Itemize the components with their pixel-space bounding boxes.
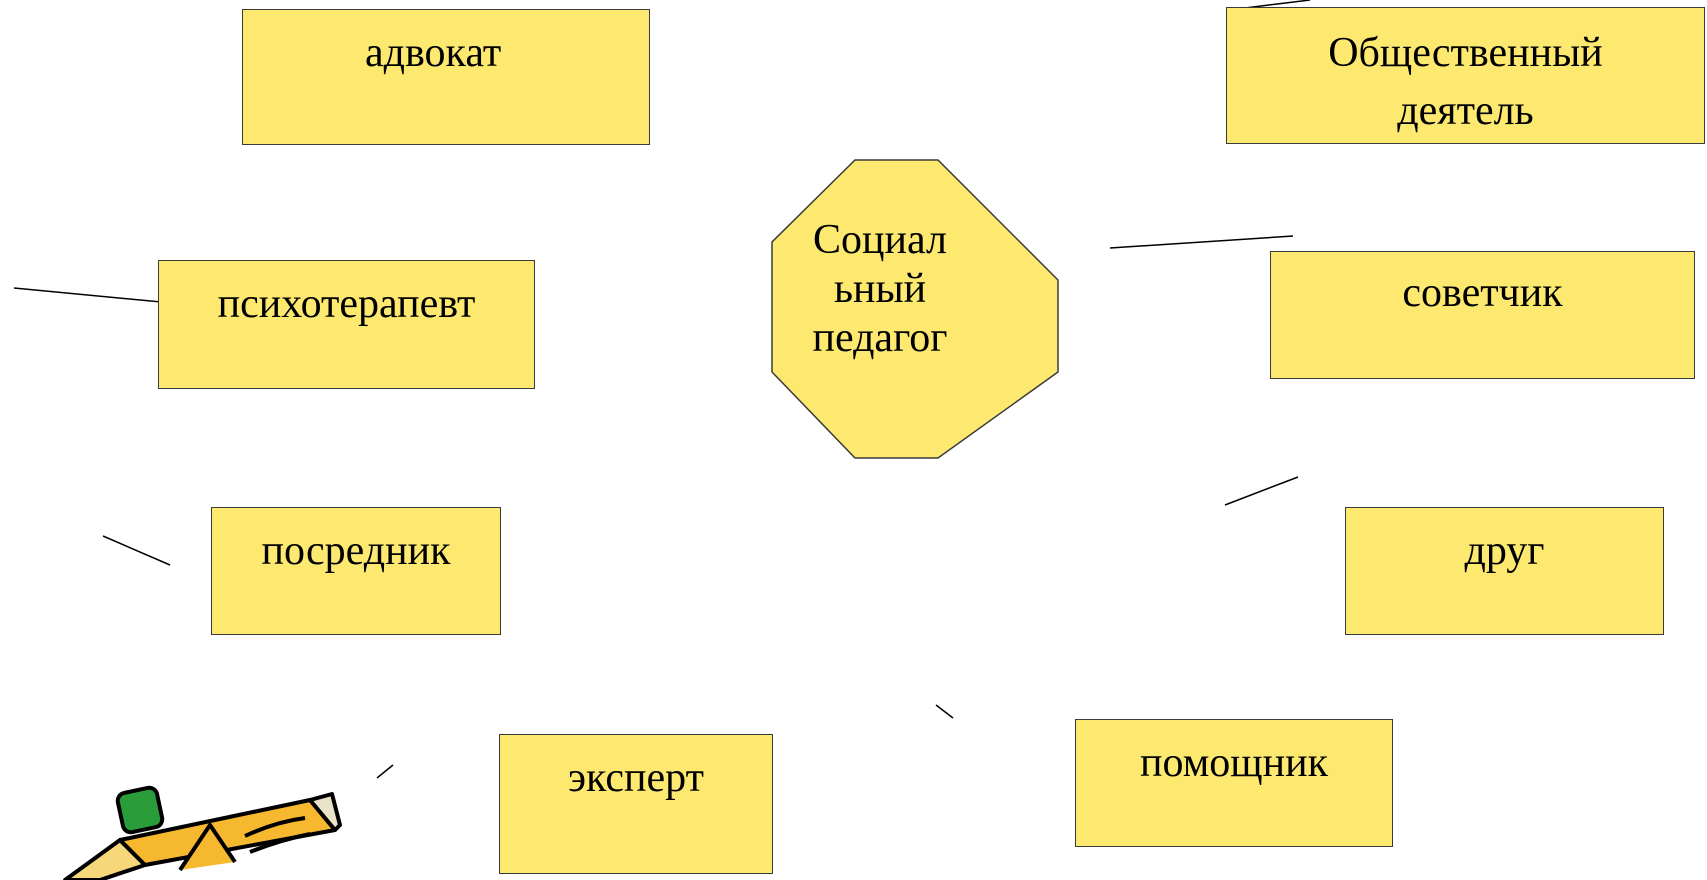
connector-line	[1224, 476, 1299, 506]
connector-line	[1244, 0, 1311, 9]
pencil-icon	[63, 785, 342, 880]
role-box-public-figure: Общественный деятель	[1226, 7, 1705, 144]
center-label-line: ьный	[833, 266, 927, 312]
role-box-advocate: адвокат	[242, 9, 650, 145]
connector-line	[935, 704, 954, 719]
center-label-line: педагог	[812, 315, 948, 361]
role-box-mediator: посредник	[211, 507, 501, 635]
connector-layer	[13, 0, 1311, 779]
connector-line	[1109, 235, 1294, 249]
role-box-expert: эксперт	[499, 734, 773, 874]
role-box-helper: помощник	[1075, 719, 1393, 847]
role-label: помощник	[1140, 740, 1328, 786]
role-label: посредник	[261, 528, 451, 574]
center-octagon	[771, 159, 1059, 459]
role-label: советчик	[1402, 270, 1563, 316]
role-box-psychotherapist: психотерапевт	[158, 260, 535, 389]
connector-line	[13, 287, 173, 304]
center-label: Социал ьный педагог	[770, 216, 990, 363]
role-label: друг	[1464, 528, 1545, 574]
connector-line	[376, 764, 394, 779]
role-box-adviser: советчик	[1270, 251, 1695, 379]
center-label-line: Социал	[813, 217, 947, 263]
role-label: психотерапевт	[217, 281, 476, 327]
role-label: Общественный деятель	[1328, 30, 1603, 134]
role-label: эксперт	[568, 755, 704, 801]
role-box-friend: друг	[1345, 507, 1664, 635]
role-label: адвокат	[365, 30, 502, 76]
diagram-canvas: Социал ьный педагог адвокат Общественный…	[13, 0, 1705, 880]
connector-line	[102, 535, 171, 566]
